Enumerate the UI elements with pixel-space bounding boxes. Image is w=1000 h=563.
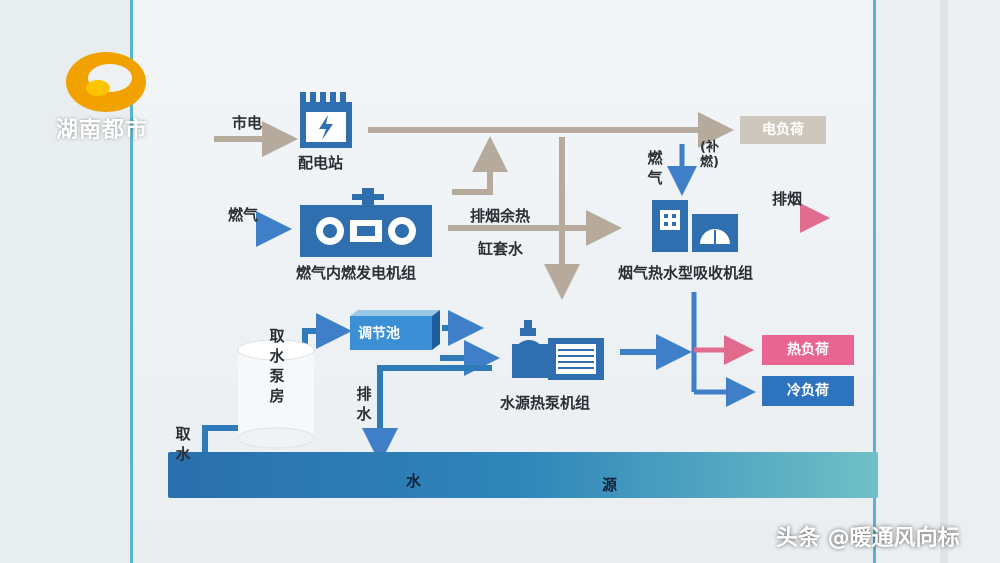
intake-label: 取水 xyxy=(175,425,191,463)
substation-label: 配电站 xyxy=(298,154,344,172)
gas-engine-icon xyxy=(300,188,432,257)
gas-in-label: 燃气 xyxy=(228,206,259,224)
watermark-text: 头条 @暖通风向标 xyxy=(776,526,960,551)
pump-house-icon xyxy=(237,339,315,449)
pump-house-label: 取水泵房 xyxy=(269,327,285,405)
water-source-band xyxy=(168,452,878,498)
electric-load-box: 电负荷 xyxy=(740,116,826,144)
absorption-chiller-icon xyxy=(652,200,738,252)
logo-text: 湖南都市 xyxy=(56,118,149,143)
drain-pipe xyxy=(362,365,492,464)
hunan-logo-icon xyxy=(66,52,146,112)
grid-power-label: 市电 xyxy=(232,114,263,132)
supplement-fire-label: (补燃) xyxy=(700,140,719,170)
chiller-label: 烟气热水型吸收机组 xyxy=(618,264,754,282)
chiller-output-line xyxy=(691,292,756,407)
regulating-pool-label: 调节池 xyxy=(358,326,400,342)
background-right xyxy=(870,0,1000,563)
cool-load-box: 冷负荷 xyxy=(762,376,854,406)
heat-pump-icon xyxy=(512,320,604,380)
exhaust-heat-label: 排烟余热 xyxy=(470,207,531,225)
heat-pump-label: 水源热泵机组 xyxy=(500,394,591,412)
burner-gas-label: 燃气 xyxy=(647,149,663,187)
gas-engine-label: 燃气内燃发电机组 xyxy=(296,264,417,282)
regulating-pool-icon xyxy=(350,310,440,350)
engine-to-grid-riser xyxy=(452,136,508,195)
substation-icon xyxy=(300,92,352,148)
jacket-water-label: 缸套水 xyxy=(478,240,524,258)
drain-label: 排水 xyxy=(356,385,372,423)
heat-load-box: 热负荷 xyxy=(762,335,854,365)
exhaust-out-label: 排烟 xyxy=(772,190,803,208)
water-source-char-2: 源 xyxy=(602,476,618,494)
water-source-char-1: 水 xyxy=(406,472,422,490)
